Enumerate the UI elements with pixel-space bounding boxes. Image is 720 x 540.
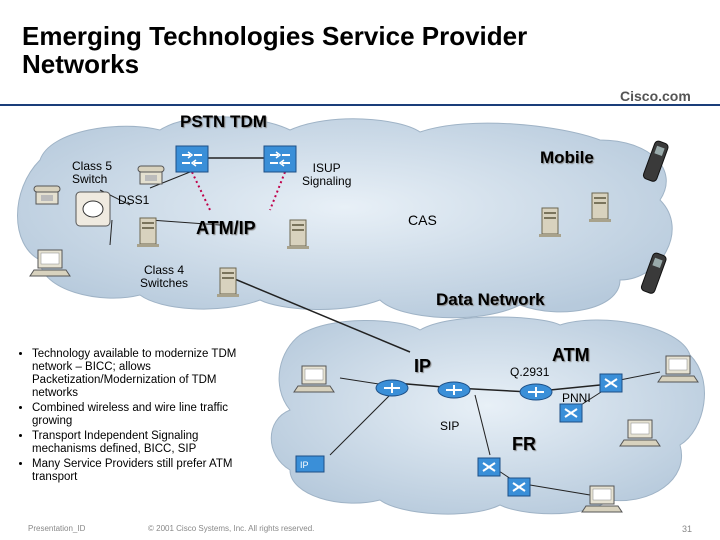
bullet-item: Transport Independent Signaling mechanis… (32, 430, 260, 456)
cas-label: CAS (408, 212, 437, 228)
class4-switches-label: Class 4 Switches (140, 263, 189, 290)
ip-phone-label: IP (300, 460, 309, 470)
footer-copyright: © 2001 Cisco Systems, Inc. All rights re… (148, 524, 315, 533)
data-network-label: Data Network (436, 290, 545, 309)
dss1-label: DSS1 (118, 193, 150, 207)
slide-title: Emerging Technologies Service Provider N… (22, 21, 528, 79)
data-network-cloud (270, 316, 705, 515)
page-number: 31 (682, 524, 693, 534)
pstn-tdm-label: PSTN TDM (180, 112, 267, 131)
bullet-list: Technology available to modernize TDM ne… (20, 348, 260, 486)
mobile-label: Mobile (540, 148, 594, 167)
sip-label: SIP (440, 419, 460, 433)
ip-label: IP (414, 356, 432, 376)
atm-ip-label: ATM/IP (196, 218, 256, 238)
isup-signaling-label: ISUP Signaling (302, 161, 352, 188)
pnni-label: PNNI (562, 391, 591, 405)
q2931-label: Q.2931 (510, 365, 550, 379)
bullet-item: Technology available to modernize TDM ne… (32, 348, 260, 400)
class5-switch-label: Class 5 Switch (72, 159, 113, 186)
footer-presentation-id: Presentation_ID (28, 524, 86, 533)
cisco-logo: Cisco.com (620, 88, 691, 104)
bullet-item: Combined wireless and wire line traffic … (32, 402, 260, 428)
atm-label: ATM (552, 345, 590, 365)
pstn-cloud (17, 116, 673, 319)
title-divider (0, 104, 720, 106)
bullet-item: Many Service Providers still prefer ATM … (32, 458, 260, 484)
fr-label: FR (512, 434, 536, 454)
